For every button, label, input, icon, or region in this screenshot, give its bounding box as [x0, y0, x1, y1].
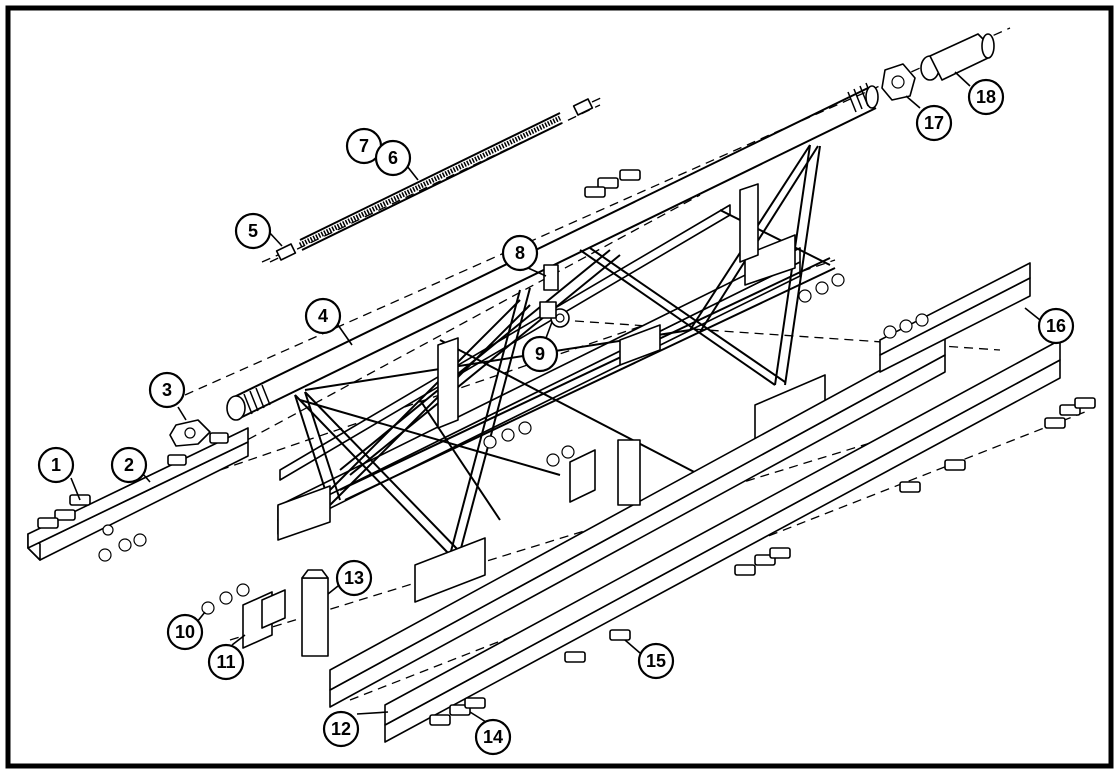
svg-text:14: 14	[483, 727, 503, 747]
callout-4: 4	[304, 297, 342, 335]
svg-text:18: 18	[976, 87, 996, 107]
mounting-plates	[277, 234, 826, 603]
coupler	[881, 33, 995, 101]
svg-text:2: 2	[124, 455, 134, 475]
left-bolts	[37, 432, 229, 562]
callout-14: 14	[474, 718, 512, 756]
callout-6: 6	[374, 139, 412, 177]
svg-text:1: 1	[51, 455, 61, 475]
svg-text:11: 11	[216, 652, 235, 672]
svg-text:16: 16	[1046, 316, 1066, 336]
callout-12: 12	[322, 710, 360, 748]
svg-text:6: 6	[388, 148, 398, 168]
svg-text:15: 15	[646, 651, 666, 671]
svg-text:7: 7	[359, 136, 369, 156]
callout-18: 18	[967, 78, 1005, 116]
callout-11: 11	[207, 643, 245, 681]
right-angle-bars	[329, 262, 1061, 743]
callout-9: 9	[521, 335, 559, 373]
svg-text:12: 12	[331, 719, 351, 739]
bracket-and-post	[242, 183, 759, 657]
callouts: 1 2 3 4 5 7 6	[37, 71, 1075, 756]
angle-bar-left	[27, 427, 249, 561]
callout-5: 5	[234, 212, 272, 250]
svg-text:5: 5	[248, 221, 258, 241]
right-bolts	[429, 397, 1096, 726]
callout-1: 1	[37, 446, 75, 484]
svg-text:8: 8	[515, 243, 525, 263]
main-tube	[226, 82, 879, 421]
svg-text:10: 10	[175, 622, 195, 642]
callout-16: 16	[1037, 307, 1075, 345]
swivel-fitting	[539, 264, 570, 328]
svg-text:13: 13	[344, 568, 364, 588]
frame-rails	[277, 204, 801, 535]
callout-17: 17	[915, 104, 953, 142]
callout-10: 10	[166, 613, 204, 651]
nut	[169, 419, 211, 447]
top-bolts	[584, 169, 641, 198]
svg-text:9: 9	[535, 344, 545, 364]
nuts-cluster	[201, 273, 929, 615]
callout-8: 8	[501, 234, 539, 272]
svg-text:17: 17	[924, 113, 944, 133]
svg-text:4: 4	[318, 306, 328, 326]
callout-15: 15	[637, 642, 675, 680]
callout-13: 13	[335, 559, 373, 597]
svg-text:3: 3	[162, 380, 172, 400]
callout-3: 3	[148, 371, 186, 409]
callout-2: 2	[110, 446, 148, 484]
spring-rod	[261, 95, 606, 263]
